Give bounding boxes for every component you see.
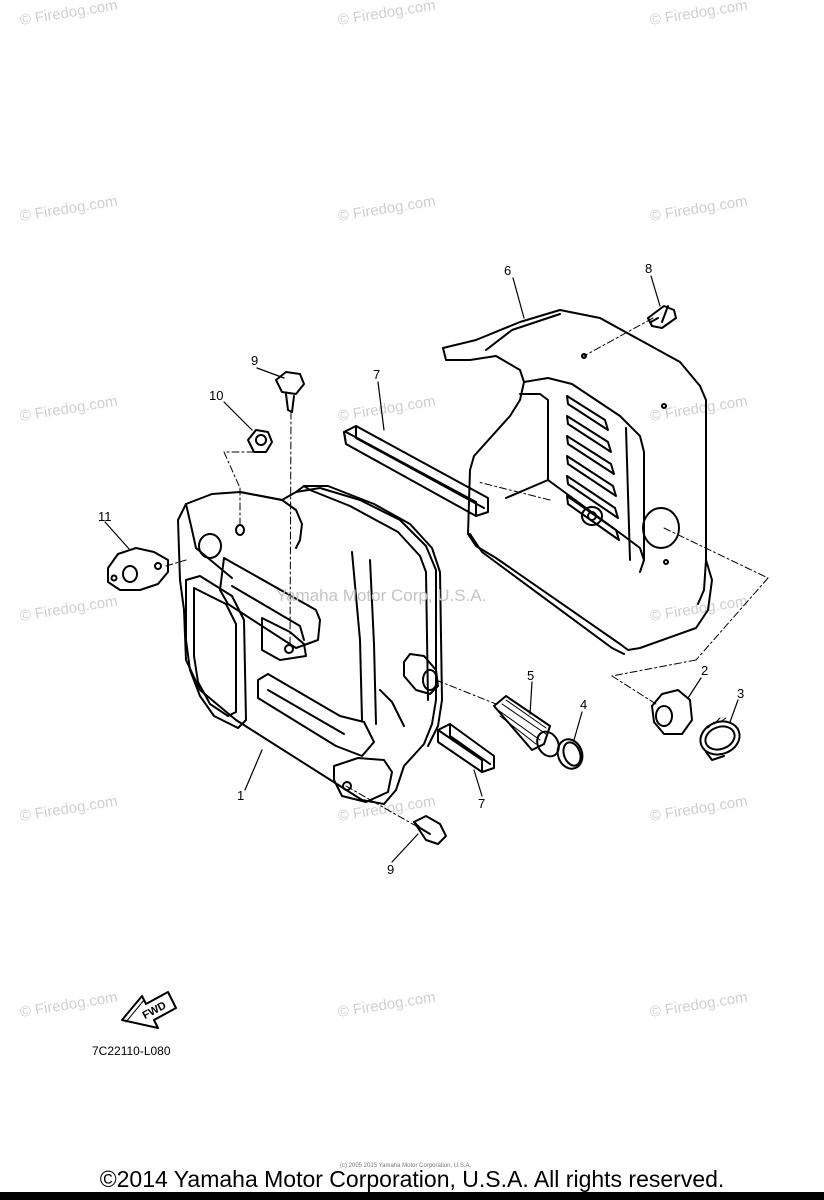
part-3-clamp <box>699 717 741 761</box>
part-1-muffler <box>177 485 443 805</box>
part-2-grommet <box>651 689 693 735</box>
part-9-bolt-upper <box>275 371 305 413</box>
callout-7: 7 <box>478 796 486 811</box>
callout-8: 8 <box>645 261 653 276</box>
callout-4: 4 <box>580 697 588 712</box>
callout-5: 5 <box>527 668 535 683</box>
part-4-cap <box>556 738 584 770</box>
callout-6: 6 <box>504 263 512 278</box>
fwd-arrow-icon <box>121 991 177 1029</box>
part-9-bolt-lower <box>413 815 447 845</box>
part-11-gasket <box>107 547 169 591</box>
callout-9: 9 <box>387 862 395 877</box>
part-7-seal-lower <box>437 723 495 773</box>
callout-9: 9 <box>251 353 259 368</box>
assembly-lines <box>165 317 769 827</box>
callout-10: 10 <box>209 388 224 403</box>
part-8-bolt <box>647 305 677 329</box>
part-7-seal-upper <box>343 425 489 517</box>
part-5-spark-arrester <box>403 653 560 758</box>
callout-11: 11 <box>98 509 112 524</box>
diagram-code: 7C22110-L080 <box>92 1044 171 1058</box>
copyright-footer: ©2014 Yamaha Motor Corporation, U.S.A. A… <box>99 1166 725 1192</box>
callout-leader-lines <box>104 275 739 863</box>
part-6-muffler-cover <box>442 309 713 655</box>
part-10-nut <box>247 429 273 453</box>
callout-2: 2 <box>701 663 709 678</box>
small-copyright: (c) 2005 2015 Yamaha Motor Corporation, … <box>340 1163 472 1169</box>
footer-strip <box>0 1192 824 1200</box>
callout-3: 3 <box>737 686 745 701</box>
callout-7: 7 <box>373 367 381 382</box>
center-watermark: Yamaha Motor Corp, U.S.A. <box>276 586 487 605</box>
callout-1: 1 <box>237 788 245 803</box>
